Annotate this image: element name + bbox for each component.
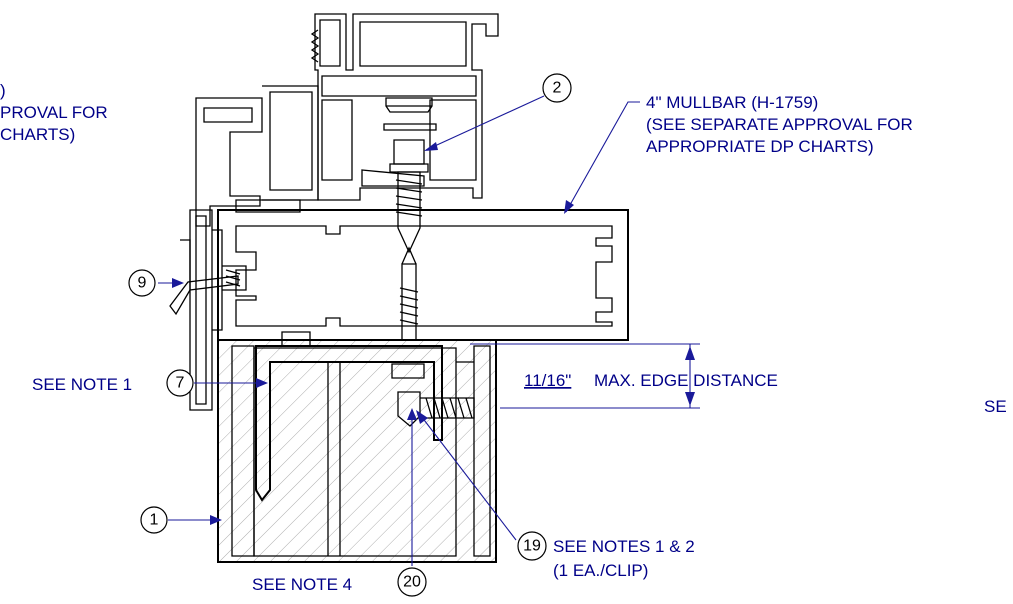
mullbar-section bbox=[217, 209, 629, 341]
window-frame-extrusion bbox=[180, 13, 499, 411]
partial-charts-text: CHARTS) bbox=[0, 125, 75, 144]
svg-text:20: 20 bbox=[403, 574, 421, 591]
callout-2: 2 bbox=[542, 73, 572, 103]
see-notes-1-2-text: SEE NOTES 1 & 2 bbox=[553, 537, 695, 556]
clip-9-bracket bbox=[169, 265, 247, 316]
partial-right-text: SE bbox=[984, 397, 1007, 416]
callout-19: 19 bbox=[517, 531, 547, 561]
one-each-clip-text: (1 EA./CLIP) bbox=[553, 561, 648, 580]
callout-20: 20 bbox=[397, 567, 427, 597]
partial-approval-text: PROVAL FOR bbox=[0, 103, 108, 122]
partial-top-text: ) bbox=[0, 81, 6, 100]
see-note-4-text: SEE NOTE 4 bbox=[252, 575, 352, 594]
mullbar-label-line3: APPROPRIATE DP CHARTS) bbox=[646, 137, 874, 156]
mullbar-label-line2: (SEE SEPARATE APPROVAL FOR bbox=[646, 115, 913, 134]
svg-text:1: 1 bbox=[150, 512, 159, 529]
svg-text:19: 19 bbox=[523, 538, 541, 555]
see-note-1-text: SEE NOTE 1 bbox=[32, 375, 132, 394]
svg-text:7: 7 bbox=[176, 375, 185, 392]
lower-mullion-section bbox=[217, 331, 497, 563]
callout-9: 9 bbox=[128, 269, 156, 297]
top-screw-assembly bbox=[383, 97, 437, 254]
mullbar-label-line1: 4" MULLBAR (H-1759) bbox=[646, 93, 818, 112]
callout-7: 7 bbox=[166, 369, 194, 397]
edge-distance-text: MAX. EDGE DISTANCE bbox=[594, 371, 778, 390]
edge-distance-dimension bbox=[470, 343, 700, 409]
edge-distance-value: 11/16" bbox=[524, 371, 571, 390]
svg-text:9: 9 bbox=[138, 275, 147, 292]
leader-lines bbox=[158, 95, 640, 566]
svg-text:2: 2 bbox=[553, 80, 562, 97]
callout-1: 1 bbox=[140, 506, 168, 534]
